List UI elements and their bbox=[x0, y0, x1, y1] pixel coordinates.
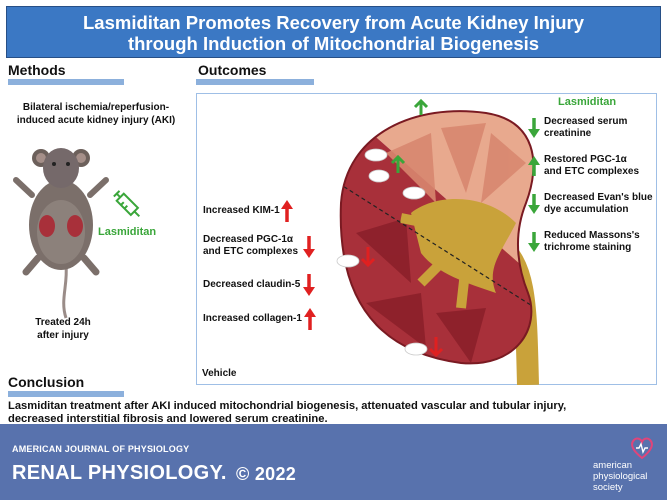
methods-underline bbox=[8, 79, 124, 85]
copyright: © 2022 bbox=[236, 464, 297, 484]
outcomes-panel bbox=[196, 93, 657, 385]
syringe-icon bbox=[113, 190, 141, 218]
item-line-1: Decreased serum bbox=[544, 116, 628, 127]
vehicle-panel-label: Vehicle bbox=[202, 368, 237, 379]
item-line-2: and ETC complexes bbox=[544, 166, 640, 177]
arrow-up-icon bbox=[281, 200, 293, 222]
methods-heading: Methods bbox=[8, 62, 66, 78]
item-line-2: creatinine bbox=[544, 128, 592, 139]
society-line-3: society bbox=[593, 482, 623, 493]
conclusion-heading: Conclusion bbox=[8, 374, 85, 390]
item-line-1: Increased KIM-1 bbox=[203, 205, 280, 216]
outcomes-heading: Outcomes bbox=[198, 62, 267, 78]
model-line-2: induced acute kidney injury (AKI) bbox=[16, 115, 176, 126]
journal-name: RENAL PHYSIOLOGY. bbox=[12, 462, 227, 484]
lasmiditan-panel-label: Lasmiditan bbox=[558, 96, 617, 108]
model-description: Bilateral ischemia/reperfusion- induced … bbox=[6, 101, 186, 127]
title-line-2: through Induction of Mitochondrial Bioge… bbox=[127, 33, 540, 54]
item-line-2: dye accumulation bbox=[544, 204, 629, 215]
conclusion-line-1: Lasmiditan treatment after AKI induced m… bbox=[8, 400, 567, 412]
kidney-illustration bbox=[336, 98, 539, 385]
item-line-1: Reduced Massons's bbox=[544, 230, 640, 241]
arrow-down-icon bbox=[303, 236, 315, 258]
arrow-down-icon bbox=[528, 232, 540, 252]
mouse-icon bbox=[13, 148, 109, 319]
society-line-2: physiological bbox=[593, 471, 648, 482]
conclusion-text: Lasmiditan treatment after AKI induced m… bbox=[8, 400, 663, 426]
journal-footer: AMERICAN JOURNAL OF PHYSIOLOGY RENAL PHY… bbox=[0, 424, 667, 500]
society-line-1: american bbox=[593, 460, 633, 471]
arrow-down-icon bbox=[528, 194, 540, 214]
model-line-1: Bilateral ischemia/reperfusion- bbox=[22, 102, 170, 113]
arrow-down-icon bbox=[528, 118, 540, 138]
page-title: Lasmiditan Promotes Recovery from Acute … bbox=[7, 12, 660, 54]
aps-logo-icon bbox=[631, 437, 653, 460]
arrow-down-icon bbox=[303, 274, 315, 296]
item-line-2: trichrome staining bbox=[544, 242, 632, 253]
conclusion-line-2: decreased interstitial fibrosis and lowe… bbox=[8, 413, 328, 425]
journal-name-small: AMERICAN JOURNAL OF PHYSIOLOGY bbox=[12, 444, 190, 454]
treated-line-2: after injury bbox=[37, 330, 89, 341]
item-line-1: Decreased Evan's blue bbox=[544, 192, 653, 203]
conclusion-underline bbox=[8, 391, 124, 397]
treated-line-1: Treated 24h bbox=[35, 317, 91, 328]
item-line-1: Decreased claudin-5 bbox=[203, 279, 301, 290]
arrow-up-icon bbox=[304, 308, 316, 330]
methods-drug-label: Lasmiditan bbox=[98, 226, 157, 238]
treatment-timing: Treated 24h after injury bbox=[18, 316, 108, 342]
item-line-1: Restored PGC-1α bbox=[544, 154, 627, 165]
title-line-1: Lasmiditan Promotes Recovery from Acute … bbox=[83, 12, 584, 33]
society-name: american physiological society bbox=[593, 460, 647, 493]
arrow-up-icon bbox=[528, 156, 540, 176]
outcomes-underline bbox=[196, 79, 314, 85]
title-banner: Lasmiditan Promotes Recovery from Acute … bbox=[6, 6, 661, 58]
item-line-1: Increased collagen-1 bbox=[203, 313, 302, 324]
item-line-1: Decreased PGC-1α bbox=[203, 234, 294, 245]
item-line-2: and ETC complexes bbox=[203, 246, 299, 257]
